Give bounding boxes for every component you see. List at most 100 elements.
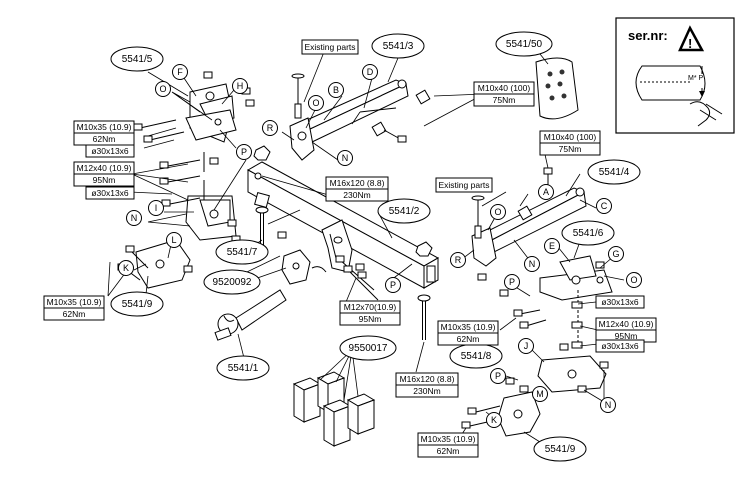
tow-ball-5541-1 [214,289,287,341]
spec-m12x40-left: M12x40 (10.9) 95Nm [73,161,135,187]
svg-text:!: ! [688,36,692,51]
spec-m16x120-bottom: M16x120 (8.8) 230Nm [395,372,459,398]
electrical-boxes-9550017 [292,371,376,447]
spec-m12x40-right: M12x40 (10.9) 95Nm [595,317,657,343]
svg-text:G: G [612,249,619,259]
svg-text:5541/9: 5541/9 [122,299,153,310]
letter-K-right: K [486,412,502,428]
right-upper-arm-left [289,73,431,161]
svg-text:O: O [494,207,501,217]
svg-text:ø30x13x6: ø30x13x6 [601,297,639,307]
svg-text:N: N [342,153,349,163]
svg-text:75Nm: 75Nm [493,95,516,105]
svg-text:F: F [177,67,183,77]
svg-text:M12x40 (10.9): M12x40 (10.9) [599,319,654,329]
part-label-5541-8: 5541/8 [449,343,503,369]
svg-text:M10x35 (10.9): M10x35 (10.9) [441,322,496,332]
svg-text:N: N [605,400,612,410]
svg-text:K: K [491,415,497,425]
letter-B: B [328,82,344,98]
svg-text:ø30x13x6: ø30x13x6 [91,188,129,198]
svg-text:M12x70(10.9): M12x70(10.9) [344,302,397,312]
svg-text:95Nm: 95Nm [615,331,638,341]
part-label-5541-50: 5541/50 [495,31,553,57]
part-label-5541-9-right: 5541/9 [533,436,587,462]
letter-N-top: N [337,150,353,166]
svg-text:5541/1: 5541/1 [228,363,259,374]
svg-text:H: H [237,81,244,91]
svg-text:P: P [390,280,396,290]
letter-N-left: N [126,210,142,226]
right-upper-bracket [539,255,613,350]
spec-m10x35-right-bottom: M10x35 (10.9) 62Nm [417,432,479,458]
left-upper-bracket [185,83,237,143]
spec-m10x35-left-bottom: M10x35 (10.9) 62Nm [43,295,105,321]
svg-text:M10x40 (100): M10x40 (100) [544,132,597,142]
svg-text:M10x35 (10.9): M10x35 (10.9) [47,297,102,307]
letter-P-left: P [236,144,252,160]
spec-washer-left-2: ø30x13x6 [85,186,135,200]
svg-text:M10x40 (100): M10x40 (100) [478,83,531,93]
svg-text:I: I [155,203,158,213]
letter-E: E [544,238,560,254]
letter-A: A [538,184,554,200]
serial-plate-text: M* P [688,75,704,82]
svg-text:E: E [549,241,555,251]
vertical-bolt-bottom [415,241,433,340]
spec-m16x120-top: M16x120 (8.8) 230Nm [325,176,389,202]
letter-N-right-bottom: N [600,397,616,413]
svg-text:62Nm: 62Nm [457,334,480,344]
part-label-5541-4: 5541/4 [587,159,641,185]
letter-O-right: O [626,272,642,288]
svg-text:R: R [267,123,274,133]
serial-title: ser.nr: [628,28,668,43]
label-sticker-5541-50 [535,57,579,120]
svg-text:R: R [455,255,462,265]
nut-top [253,145,271,161]
part-label-5541-5: 5541/5 [110,46,164,72]
svg-text:N: N [529,259,536,269]
svg-text:O: O [312,98,319,108]
svg-text:ø30x13x6: ø30x13x6 [91,146,129,156]
warning-icon: ! [678,25,705,52]
svg-text:ø30x13x6: ø30x13x6 [601,341,639,351]
svg-text:B: B [333,85,339,95]
letter-P-right-bottom: P [490,368,506,384]
svg-text:P: P [495,371,501,381]
svg-text:5541/6: 5541/6 [573,228,604,239]
spec-m10x35-left-top: M10x35 (10.9) 62Nm [73,120,135,146]
svg-text:M: M [536,389,544,399]
leader-lines [107,51,625,443]
letter-I: I [148,200,164,216]
svg-text:5541/8: 5541/8 [461,351,492,362]
letter-O-left: O [155,81,171,97]
svg-text:N: N [131,213,138,223]
svg-text:Existing parts: Existing parts [304,42,355,52]
part-label-5541-1: 5541/1 [216,355,270,381]
vertical-bolt-top [254,192,287,250]
svg-text:M10x35 (10.9): M10x35 (10.9) [421,434,476,444]
svg-text:62Nm: 62Nm [93,134,116,144]
part-label-5541-7: 5541/7 [215,239,269,265]
letter-L: L [166,232,182,248]
letter-D: D [362,64,378,80]
svg-text:P: P [509,277,515,287]
spec-m10x40-right: M10x40 (100) 75Nm [539,130,601,156]
svg-text:A: A [543,187,549,197]
svg-text:P: P [241,147,247,157]
letter-callouts: F O H P I N L K D B O R N P A C O R N E … [118,64,642,428]
svg-text:D: D [367,67,374,77]
svg-text:M10x35 (10.9): M10x35 (10.9) [77,122,132,132]
spec-washer-right-2: ø30x13x6 [595,339,645,353]
svg-text:K: K [123,263,129,273]
svg-text:5541/5: 5541/5 [122,54,153,65]
svg-text:M16x120 (8.8): M16x120 (8.8) [400,374,455,384]
existing-parts-label-right: Existing parts [435,177,493,193]
svg-text:Existing parts: Existing parts [438,180,489,190]
svg-text:M16x120 (8.8): M16x120 (8.8) [330,178,385,188]
letter-O-right-top: O [490,204,506,220]
spec-m12x70: M12x70(10.9) 95Nm [339,300,401,326]
svg-text:O: O [159,84,166,94]
letter-F: F [172,64,188,80]
letter-O-top: O [308,95,324,111]
